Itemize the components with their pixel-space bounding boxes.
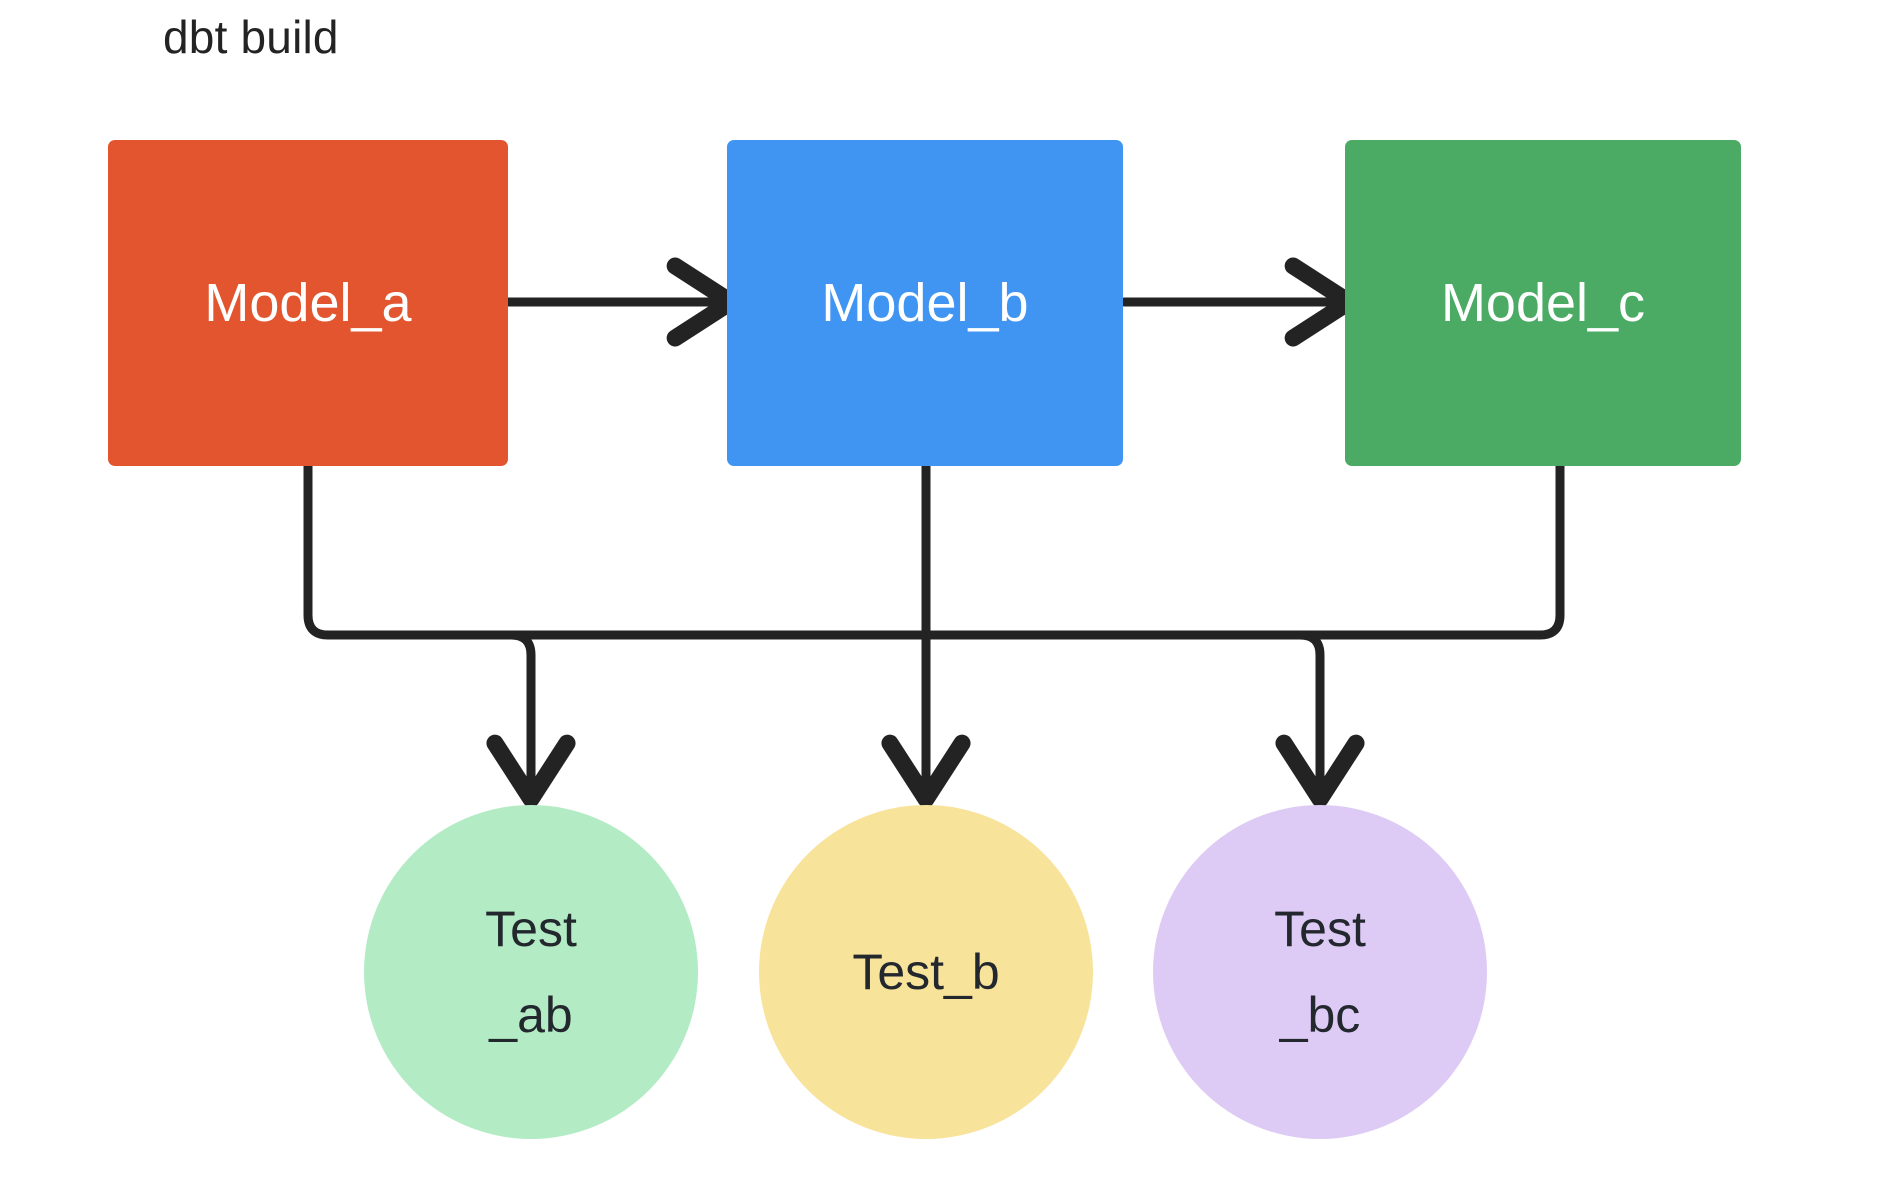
node-test-bc-label-line2: _bc xyxy=(1279,987,1361,1043)
edge-model-a-to-bus xyxy=(303,461,931,640)
node-test-bc-label-line1: Test xyxy=(1274,901,1366,957)
node-test-ab-label-line1: Test xyxy=(485,901,577,957)
node-test-b[interactable]: Test_b xyxy=(759,805,1093,1139)
node-model-a-label: Model_a xyxy=(204,273,412,333)
node-model-b-label: Model_b xyxy=(821,273,1029,333)
page-title: dbt build xyxy=(163,11,339,63)
node-test-b-label-line1: Test_b xyxy=(852,944,1000,1000)
edge-bus-to-test-bc xyxy=(1275,630,1365,808)
edge-model-c-to-bus xyxy=(921,461,1565,640)
node-model-b[interactable]: Model_b xyxy=(727,140,1123,466)
node-test-ab-label-line2: _ab xyxy=(489,987,573,1043)
node-model-c-label: Model_c xyxy=(1440,273,1646,333)
edge-bus-to-test-ab xyxy=(486,630,576,808)
node-test-ab[interactable]: Test _ab xyxy=(364,805,698,1139)
node-model-c[interactable]: Model_c xyxy=(1345,140,1741,466)
node-test-bc[interactable]: Test _bc xyxy=(1153,805,1487,1139)
node-model-a[interactable]: Model_a xyxy=(108,140,508,466)
